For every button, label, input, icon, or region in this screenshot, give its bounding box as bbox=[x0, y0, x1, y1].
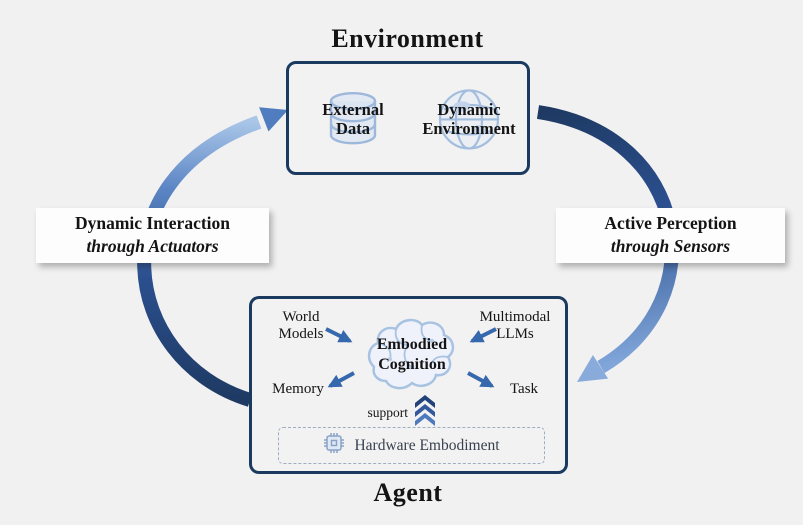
sensor-flow-line2: through Sensors bbox=[610, 236, 731, 257]
node-multimodal-llms: Multimodal LLMs bbox=[479, 309, 551, 343]
arrow-brain-to-memory bbox=[327, 371, 355, 388]
agent-box: Embodied Cognition World Models Multimod… bbox=[249, 296, 568, 474]
actuator-flow-line1: Dynamic Interaction bbox=[74, 213, 231, 233]
node-world-models: World Models bbox=[278, 309, 324, 343]
hardware-embodiment-box: Hardware Embodiment bbox=[278, 427, 545, 464]
dynamic-environment-label: Dynamic Environment bbox=[422, 99, 516, 138]
globe-icon bbox=[435, 85, 503, 158]
agent-title: Agent bbox=[373, 478, 443, 507]
hardware-embodiment-label: Hardware Embodiment bbox=[354, 436, 500, 454]
node-memory: Memory bbox=[272, 381, 324, 397]
embodied-line: Embodied bbox=[376, 336, 448, 353]
dynamic-environment-item: Dynamic Environment bbox=[413, 72, 525, 166]
external-data-item: External Data bbox=[301, 72, 405, 166]
arrow-brain-to-task bbox=[467, 371, 495, 388]
environment-title: Environment bbox=[331, 24, 484, 53]
arrow-multimodal-to-brain bbox=[469, 327, 497, 343]
cognition-connector-arrows bbox=[325, 327, 497, 388]
chevron-up-stack-icon bbox=[415, 395, 435, 426]
sensor-flow-line1: Active Perception bbox=[604, 213, 737, 233]
embodied-cognition-label: Embodied Cognition bbox=[362, 335, 462, 375]
support-label: support bbox=[367, 405, 409, 420]
cognition-line: Cognition bbox=[378, 356, 446, 373]
sensor-flow-label: Active Perception through Sensors bbox=[556, 208, 785, 264]
actuator-flow-line2: through Actuators bbox=[86, 236, 219, 257]
actuator-flow-label: Dynamic Interaction through Actuators bbox=[36, 208, 269, 264]
external-data-label: External Data bbox=[322, 99, 384, 138]
actuator-flow-arrow bbox=[137, 107, 288, 407]
database-icon bbox=[325, 88, 381, 155]
cpu-icon bbox=[323, 432, 345, 459]
environment-box: External Data Dynamic Environment bbox=[286, 61, 530, 175]
arrow-world-models-to-brain bbox=[325, 327, 353, 343]
node-task: Task bbox=[509, 381, 539, 397]
brain-icon bbox=[367, 318, 455, 390]
